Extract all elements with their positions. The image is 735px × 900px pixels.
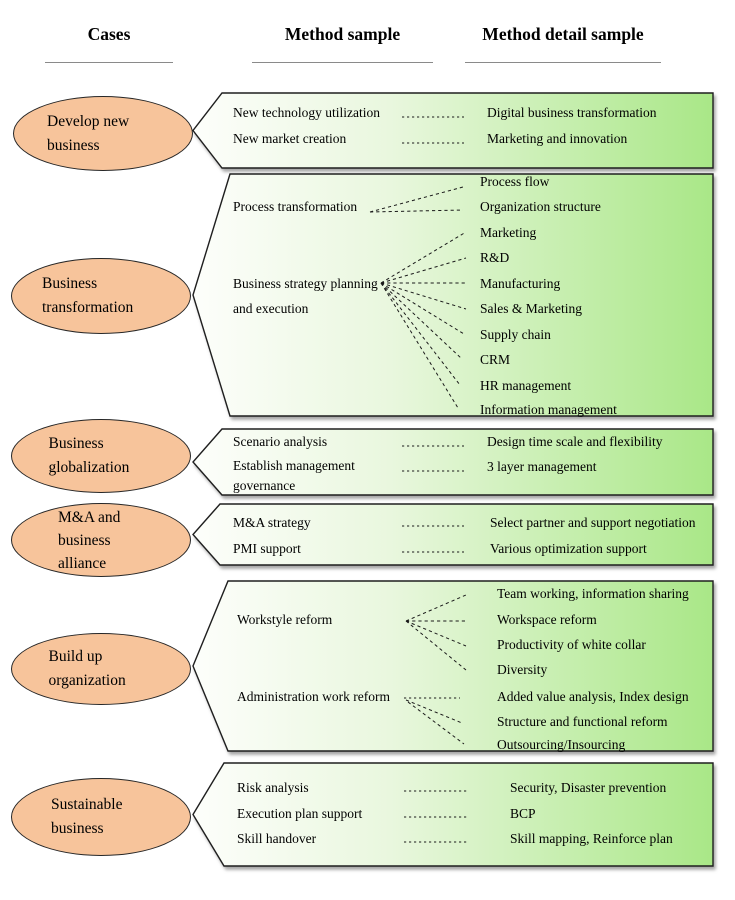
detail-label: Supply chain [480, 327, 551, 342]
method-label: Workstyle reform [237, 612, 333, 627]
method-label: Business strategy planning and execution [233, 276, 378, 316]
case-label: Business globalization [48, 435, 130, 476]
method-label: Risk analysis [237, 780, 309, 795]
detail-label: Various optimization support [490, 541, 647, 556]
method-panel-sustainable-business [192, 762, 714, 867]
case-ellipse-build-up-organization: Build up organization [11, 633, 191, 705]
detail-label: Added value analysis, Index design [497, 689, 689, 704]
case-label: M&A and business alliance [58, 508, 121, 572]
case-label: Sustainable business [51, 796, 123, 837]
detail-label: Marketing [480, 225, 537, 240]
case-ellipse-business-globalization: Business globalization [11, 419, 191, 493]
method-label: Establish management governance [233, 458, 355, 493]
method-panel-business-globalization [192, 428, 714, 496]
detail-label: Design time scale and flexibility [487, 434, 663, 449]
method-label: PMI support [233, 541, 301, 556]
detail-label: Productivity of white collar [497, 637, 646, 652]
header-underline [252, 62, 433, 63]
detail-label: R&D [480, 250, 510, 265]
case-label: Develop new business [47, 112, 130, 154]
column-header-method-detail-sample: Method detail sample [465, 24, 661, 45]
method-panel-ma-alliance [192, 503, 714, 566]
detail-label: Structure and functional reform [497, 714, 668, 729]
detail-label: Workspace reform [497, 612, 597, 627]
method-label: New market creation [233, 131, 347, 146]
column-header-label: Cases [87, 24, 131, 44]
column-header-label: Method detail sample [482, 24, 644, 44]
method-label: Execution plan support [237, 806, 363, 821]
method-label: Scenario analysis [233, 434, 328, 449]
detail-label: 3 layer management [487, 459, 597, 474]
detail-label: Organization structure [480, 199, 601, 214]
method-panel-develop-new-business [192, 92, 714, 169]
detail-label: Sales & Marketing [480, 301, 582, 316]
detail-label: Information management [480, 402, 617, 417]
detail-label: Team working, information sharing [497, 586, 689, 601]
detail-label: Skill mapping, Reinforce plan [510, 831, 673, 846]
detail-label: Security, Disaster prevention [510, 780, 667, 795]
detail-label: Diversity [497, 662, 548, 677]
column-header-cases: Cases [44, 24, 174, 45]
method-label: New technology utilization [233, 105, 380, 120]
detail-label: CRM [480, 352, 511, 367]
method-label: Administration work reform [237, 689, 390, 704]
header-underline [465, 62, 661, 63]
detail-label: Manufacturing [480, 276, 561, 291]
detail-label: BCP [510, 806, 536, 821]
case-ellipse-sustainable-business: Sustainable business [11, 778, 191, 856]
method-label: M&A strategy [233, 515, 311, 530]
case-ellipse-business-transformation: Business transformation [11, 258, 191, 334]
header-underline [45, 62, 173, 63]
method-label: Process transformation [233, 199, 358, 214]
detail-label: HR management [480, 378, 572, 393]
detail-label: Outsourcing/Insourcing [497, 737, 626, 752]
detail-label: Digital business transformation [487, 105, 657, 120]
detail-label: Process flow [480, 174, 550, 189]
column-header-method-sample: Method sample [252, 24, 433, 45]
detail-label: Select partner and support negotiation [490, 515, 696, 530]
case-label: Build up organization [48, 648, 126, 689]
column-header-label: Method sample [284, 24, 401, 44]
method-label: Skill handover [237, 831, 317, 846]
case-ellipse-develop-new-business: Develop new business [13, 96, 193, 171]
detail-label: Marketing and innovation [487, 131, 628, 146]
case-label: Business transformation [42, 275, 134, 316]
case-ellipse-ma-alliance: M&A and business alliance [11, 503, 191, 577]
